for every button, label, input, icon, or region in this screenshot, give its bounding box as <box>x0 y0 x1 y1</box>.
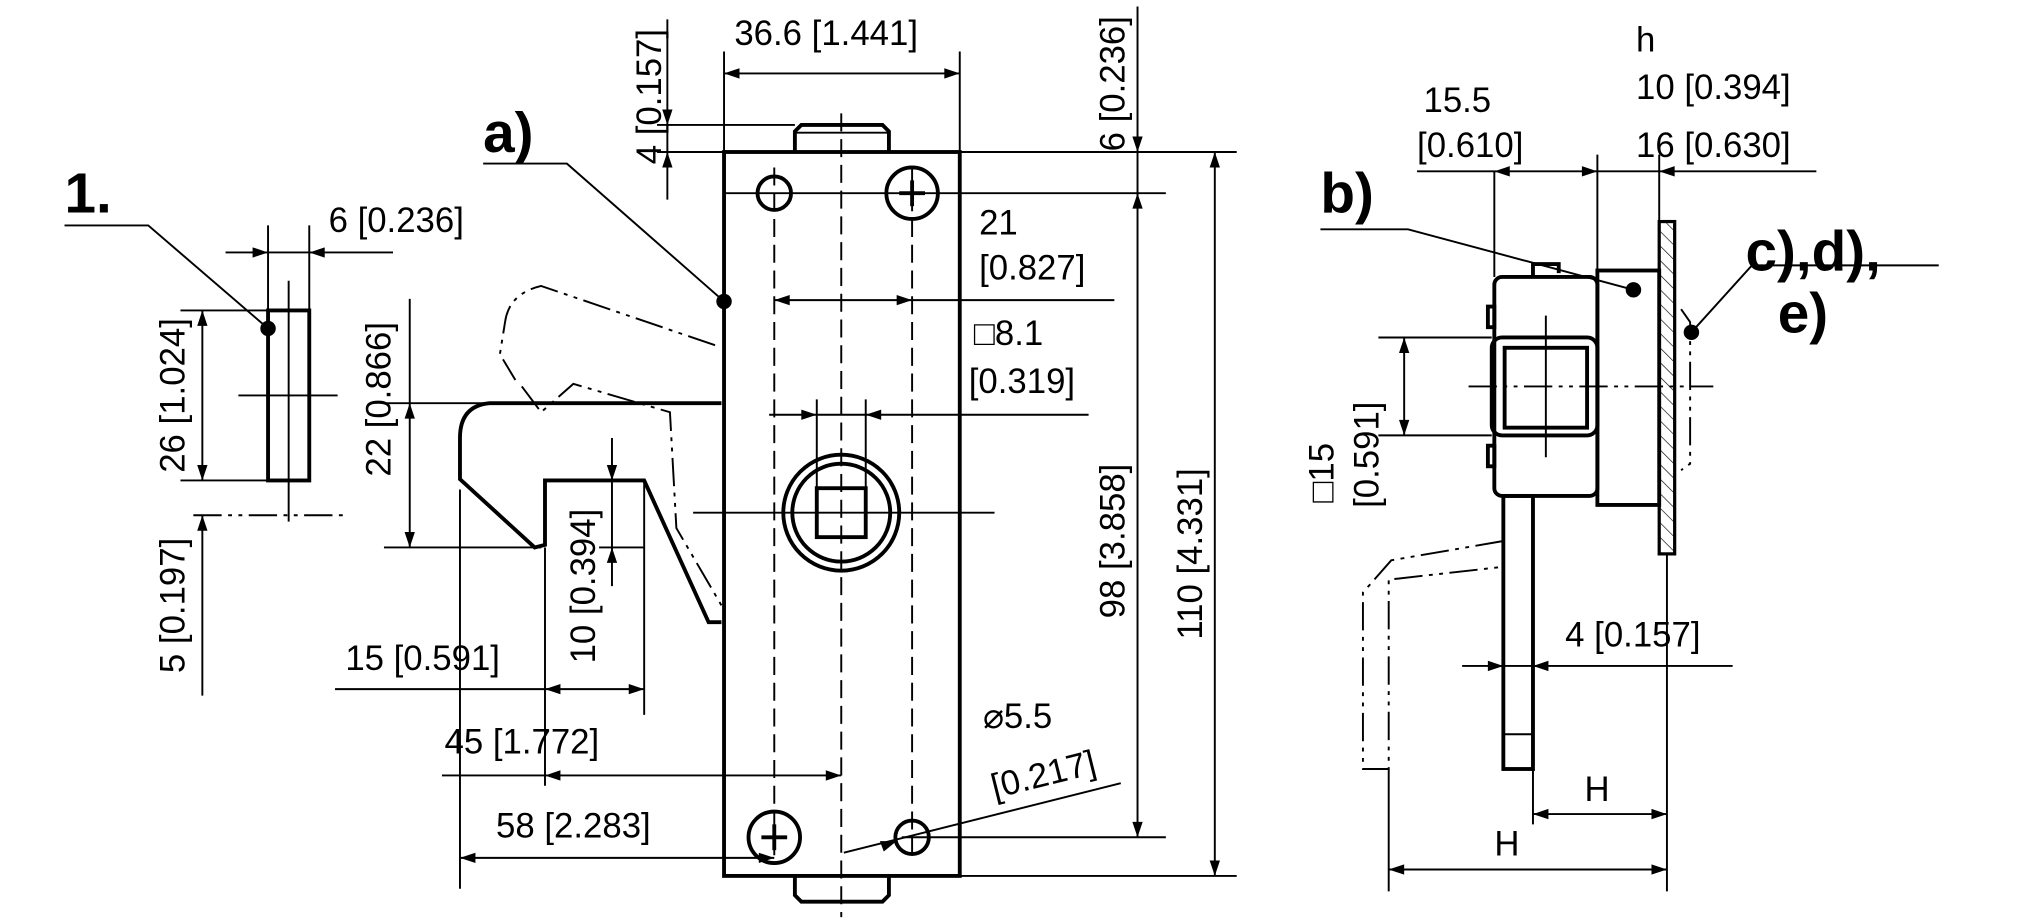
dim-98: 98 [3.858] <box>1095 464 1133 619</box>
side-dim-4: 4 [0.157] <box>1565 617 1700 655</box>
dim-22: 22 [0.866] <box>360 322 398 477</box>
dim-4: 4 [0.157] <box>631 29 669 164</box>
dim-sq8-in: [0.319] <box>969 363 1075 401</box>
side-view <box>1361 154 1817 892</box>
dim-dia-mm: ⌀5.5 <box>983 698 1052 736</box>
callout-b: b) <box>1320 163 1373 226</box>
side-dim-sq15-in: [0.591] <box>1348 402 1386 508</box>
latch-tongue <box>335 284 842 889</box>
dim-58: 58 [2.283] <box>496 807 651 845</box>
dim-21-in: [0.827] <box>979 250 1085 288</box>
dim-45: 45 [1.772] <box>445 724 600 762</box>
side-dim-15-5-in: [0.610] <box>1417 127 1523 165</box>
side-dim-10: 10 [0.394] <box>1636 69 1791 107</box>
dim-dia-in: [0.217] <box>987 744 1099 807</box>
dim-26: 26 [1.024] <box>154 318 192 473</box>
dim-110: 110 [4.331] <box>1172 468 1210 639</box>
dim-sq8-mm: □8.1 <box>974 315 1043 353</box>
dim-6: 6 [0.236] <box>329 202 464 240</box>
strike-part-1 <box>64 224 393 696</box>
dim-5: 5 [0.197] <box>154 538 192 673</box>
side-h-label: h <box>1636 22 1655 60</box>
side-dim-15-5-mm: 15.5 <box>1423 82 1491 120</box>
dim-36-6: 36.6 [1.441] <box>734 15 918 53</box>
dim-15: 15 [0.591] <box>345 640 500 678</box>
side-H-inner: H <box>1584 771 1609 809</box>
side-H-outer: H <box>1494 825 1519 863</box>
callout-a: a) <box>483 102 533 165</box>
callout-cde-line2: e) <box>1778 282 1828 345</box>
dim-10: 10 [0.394] <box>565 509 603 664</box>
callout-cde-line1: c),d), <box>1746 221 1881 284</box>
dim-6-top: 6 [0.236] <box>1095 16 1133 151</box>
side-dim-sq15-mm: □15 <box>1303 443 1341 503</box>
callout-item-1: 1. <box>65 163 112 226</box>
side-dim-16: 16 [0.630] <box>1636 127 1791 165</box>
dim-21-mm: 21 <box>979 204 1018 242</box>
